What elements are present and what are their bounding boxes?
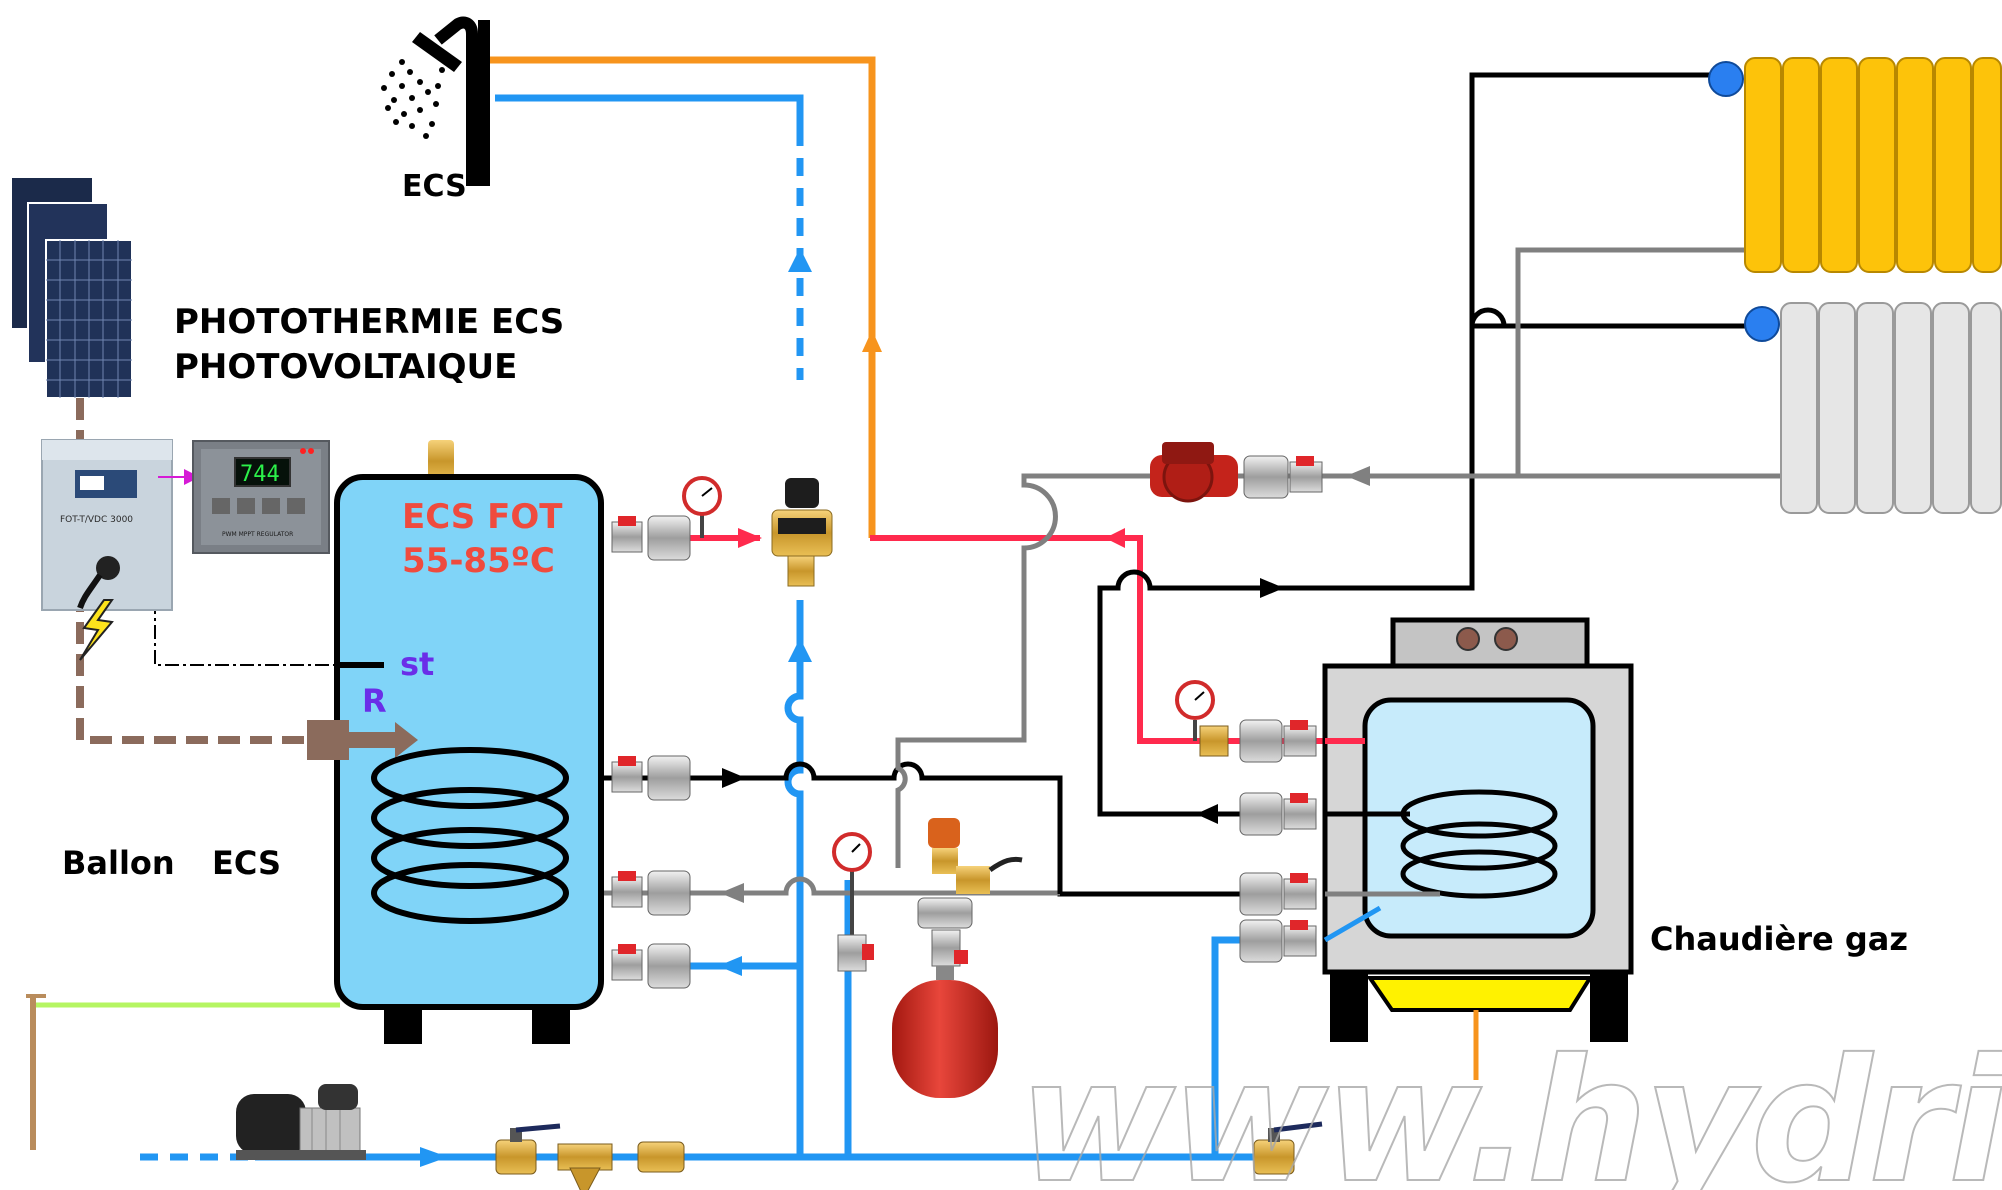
ball-valve-icon bbox=[1199, 719, 1317, 763]
pressure-gauge-icon bbox=[832, 832, 874, 972]
resistance-r-label: R bbox=[362, 682, 387, 720]
cold-water-riser bbox=[784, 600, 804, 1157]
primary-hot-arrow-left bbox=[738, 528, 762, 548]
cold-water-shower-pipe bbox=[495, 94, 804, 128]
earth-rod-icon bbox=[26, 994, 46, 1150]
cold-water-up-arrow bbox=[788, 248, 812, 272]
cold-riser-arrow bbox=[788, 638, 812, 662]
ecs-shower-label: ECS bbox=[402, 169, 467, 204]
booster-pump-icon bbox=[236, 1084, 366, 1160]
check-valve-icon bbox=[637, 1141, 685, 1173]
ballon-ecs-label: ECS bbox=[212, 844, 281, 882]
radiator-icon bbox=[1744, 302, 2002, 514]
ball-valve-icon bbox=[611, 755, 691, 801]
heating-flow-pipe bbox=[1097, 72, 1725, 817]
display-icon: 744 PWM MPPT REGULATOR bbox=[192, 440, 330, 554]
tank-coil bbox=[371, 747, 569, 924]
safety-valve-icon bbox=[928, 818, 1023, 894]
controller-icon: FOT-T/VDC 3000 bbox=[41, 439, 173, 611]
sensor-st-label: st bbox=[400, 645, 434, 683]
controller-model: FOT-T/VDC 3000 bbox=[60, 515, 133, 525]
radiator-icon bbox=[1708, 57, 2002, 273]
pressure-gauge-icon bbox=[1175, 680, 1215, 741]
cold-tank-arrow bbox=[718, 956, 742, 976]
coil-return-arrow bbox=[720, 883, 744, 903]
ball-valve-icon bbox=[1239, 872, 1317, 916]
heating-flow-arrow bbox=[1260, 578, 1284, 598]
pressure-gauge-icon bbox=[682, 476, 722, 538]
hot-water-arrow bbox=[862, 330, 882, 352]
circulator-pump-icon bbox=[1150, 442, 1323, 503]
ball-valve-icon bbox=[495, 1123, 561, 1175]
expansion-vessel-icon bbox=[892, 966, 998, 1098]
ball-valve-icon bbox=[1239, 919, 1317, 963]
filter-icon bbox=[557, 1143, 613, 1190]
ball-valve-icon bbox=[611, 943, 691, 989]
resistance-arrow bbox=[349, 722, 418, 758]
phototherm-line2: PHOTOVOLTAIQUE bbox=[174, 347, 517, 387]
boiler bbox=[1322, 617, 1634, 1080]
primary-hot-pipe bbox=[870, 535, 1365, 744]
solar-panel-icon bbox=[12, 178, 133, 399]
coil-flow-pipe bbox=[565, 761, 1240, 897]
cold-water-boiler-pipe bbox=[1211, 936, 1240, 1157]
cold-water-main-arrow bbox=[420, 1147, 448, 1167]
watermark: www.hydric.fr bbox=[1018, 1023, 2002, 1190]
hot-water-pipe bbox=[488, 56, 876, 538]
sensor-cable bbox=[154, 600, 340, 666]
ball-valve-icon bbox=[1239, 792, 1317, 836]
tank-air-vent bbox=[428, 440, 454, 482]
boiler-blue-stub bbox=[1323, 905, 1382, 943]
ball-valve-icon bbox=[1253, 1121, 1323, 1175]
lightning-icon bbox=[79, 599, 114, 661]
ballon-label: Ballon bbox=[62, 844, 175, 882]
shower-icon bbox=[381, 16, 490, 186]
display-caption: PWM MPPT REGULATOR bbox=[222, 531, 293, 538]
coil-return-pipe bbox=[565, 876, 1060, 896]
heating-flow-boiler-arrow bbox=[1196, 804, 1218, 824]
ball-valve-icon bbox=[917, 897, 973, 967]
tank-title-line1: ECS FOT bbox=[402, 497, 563, 537]
thermostatic-mixing-valve-icon bbox=[771, 478, 833, 587]
boiler-label: Chaudière gaz bbox=[1650, 920, 1908, 958]
ball-valve-icon bbox=[611, 870, 691, 916]
ball-valve-icon bbox=[611, 515, 691, 561]
phototherm-line1: PHOTOTHERMIE ECS bbox=[174, 302, 564, 342]
tank-title-line2: 55-85ºC bbox=[402, 541, 555, 581]
primary-hot-arrow bbox=[1105, 528, 1125, 548]
heating-return-arrow bbox=[1346, 466, 1370, 486]
coil-flow-arrow bbox=[722, 768, 746, 788]
display-value: 744 bbox=[240, 462, 280, 487]
electric-resistance bbox=[307, 720, 349, 760]
heating-return-pipe bbox=[895, 247, 1780, 868]
